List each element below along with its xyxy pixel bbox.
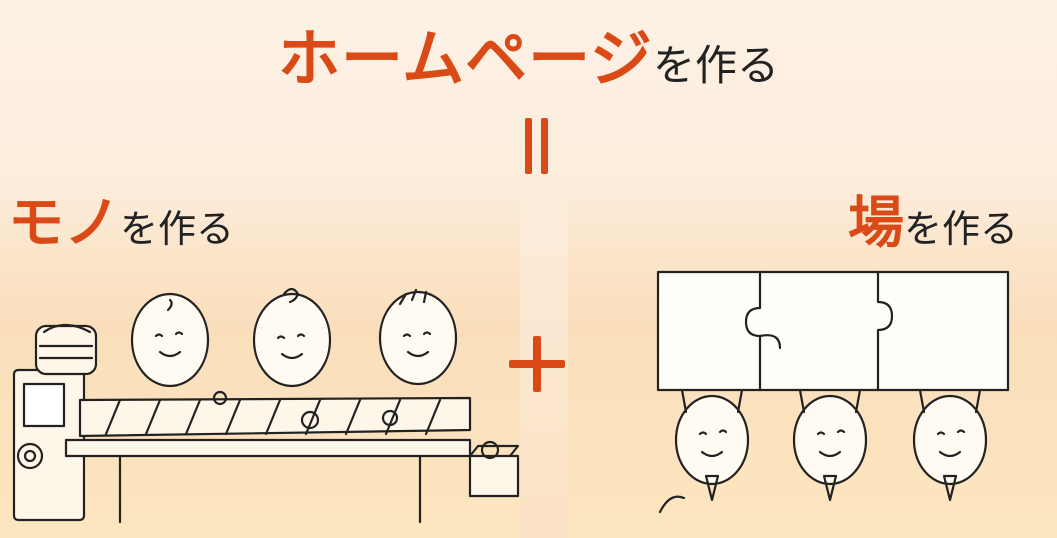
- page-title: ホームページを作る: [0, 8, 1057, 98]
- left-heading-highlight: モノ: [8, 191, 120, 256]
- assembly-line-illustration: [12, 287, 520, 524]
- right-heading: 場を作る: [848, 178, 1018, 259]
- left-heading: モノを作る: [8, 178, 234, 259]
- title-highlight: ホームページ: [278, 22, 653, 95]
- puzzle-illustration: [656, 270, 1010, 514]
- title-suffix: を作る: [652, 41, 779, 90]
- right-heading-suffix: を作る: [904, 207, 1019, 251]
- plus-icon: [509, 336, 565, 392]
- left-heading-suffix: を作る: [120, 207, 235, 251]
- character-1: [130, 292, 210, 388]
- right-heading-highlight: 場: [848, 191, 904, 256]
- equals-icon: [519, 118, 555, 174]
